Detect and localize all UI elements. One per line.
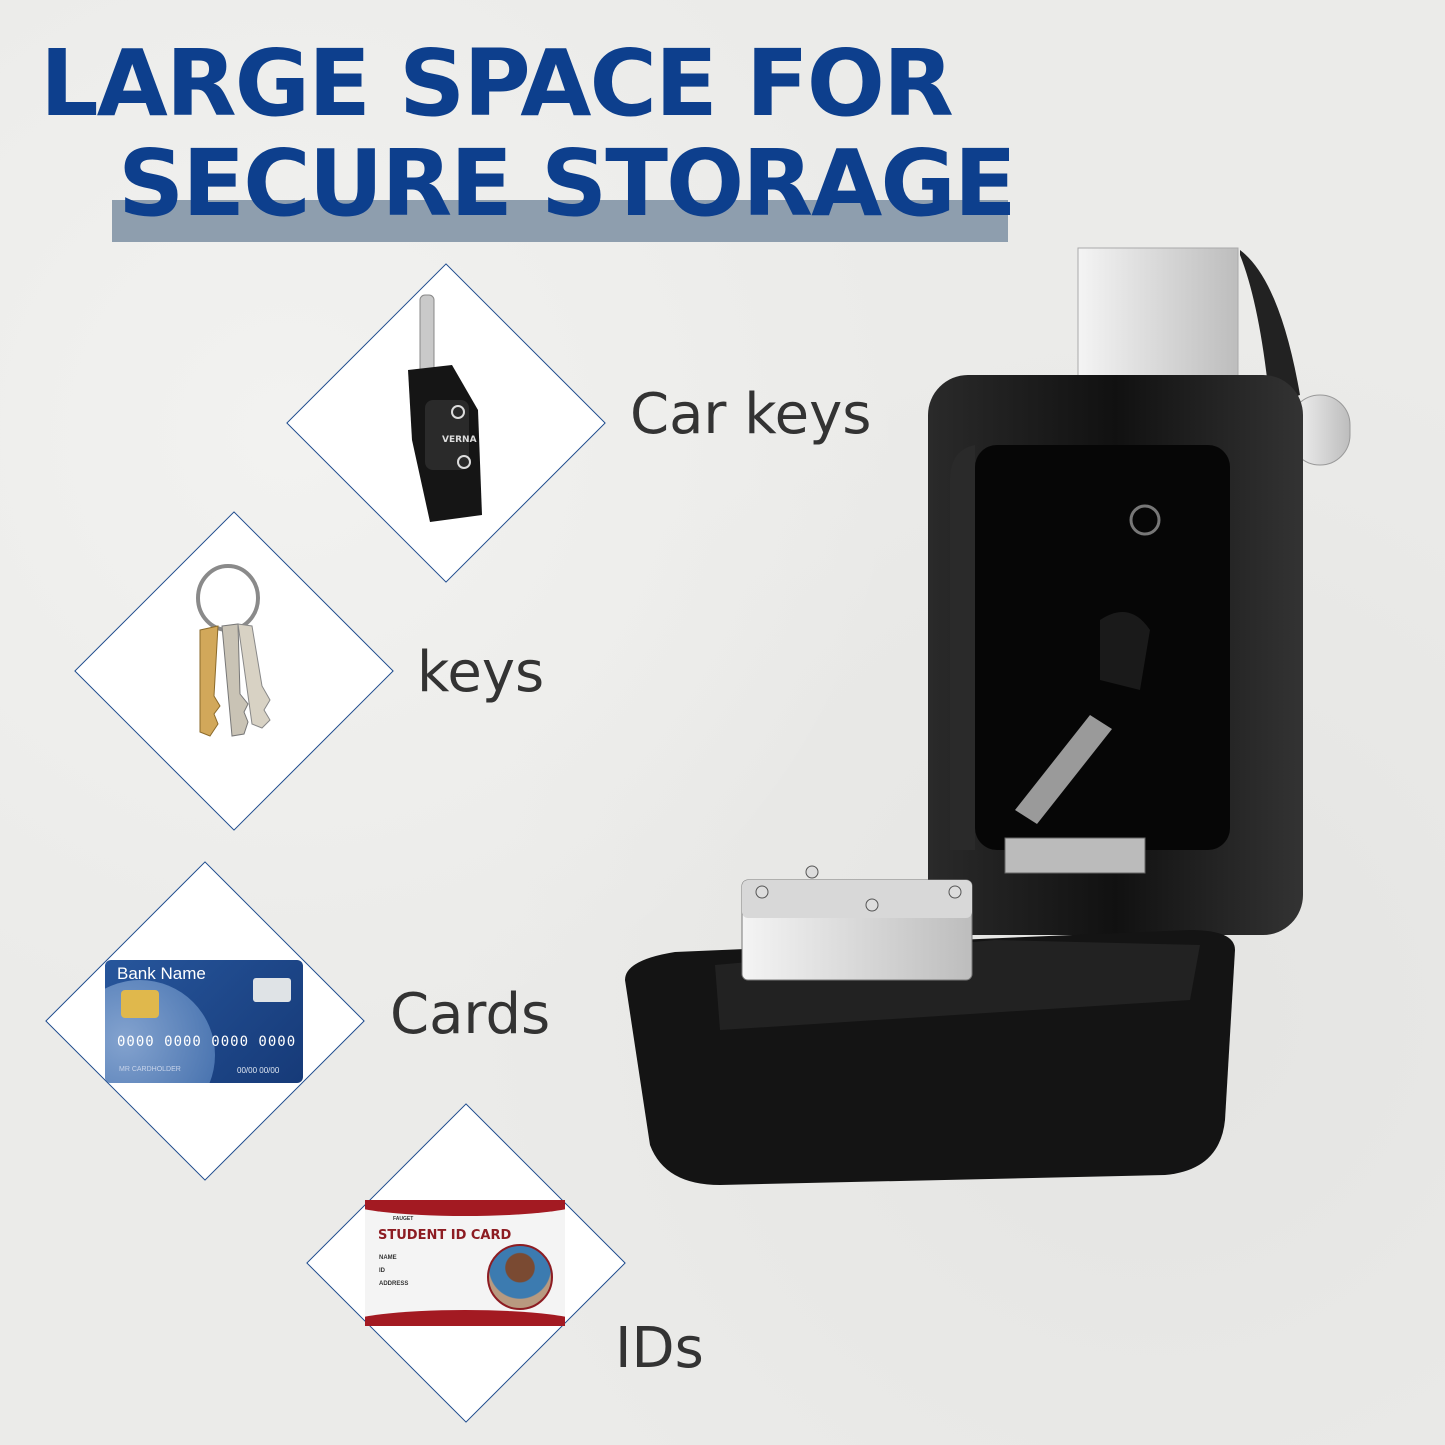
top-wave: [365, 1200, 565, 1216]
id-field-address: ADDRESS: [379, 1281, 409, 1287]
student-photo: [487, 1244, 553, 1310]
card-number: 0000 0000 0000 0000: [117, 1034, 297, 1050]
student-id-card-icon: FAUGET STUDENT ID CARD NAME ID ADDRESS: [365, 1200, 565, 1326]
cards-label: Cards: [390, 982, 551, 1047]
car-keys-label: Car keys: [630, 382, 872, 447]
key-ring-icon: [196, 564, 271, 737]
headline-line-2: SECURE STORAGE: [118, 130, 1017, 237]
ids-label: IDs: [615, 1316, 704, 1381]
lockbox-product-image: [625, 247, 1351, 1185]
id-title: STUDENT ID CARD: [378, 1228, 512, 1243]
bank-card-icon: Bank Name 0000 0000 0000 0000 MR CARDHOL…: [105, 960, 303, 1083]
headline-highlight-bar: [112, 200, 1008, 242]
chip-icon: [121, 990, 159, 1018]
id-field-name: NAME: [379, 1255, 397, 1261]
fob-brand-text: VERNA: [442, 435, 477, 445]
keys-label: keys: [417, 640, 545, 705]
bank-name: Bank Name: [117, 964, 206, 983]
hologram: [253, 978, 291, 1002]
card-dates: 00/00 00/00: [237, 1066, 280, 1075]
id-field-id: ID: [379, 1268, 385, 1274]
id-brand: FAUGET: [393, 1216, 414, 1222]
car-key-fob-icon: VERNA: [408, 294, 482, 522]
card-holder: MR CARDHOLDER: [119, 1066, 181, 1073]
bottom-wave: [365, 1310, 565, 1326]
id-fields: NAME ID ADDRESS: [379, 1252, 408, 1291]
headline-line-1: LARGE SPACE FOR: [40, 30, 954, 137]
